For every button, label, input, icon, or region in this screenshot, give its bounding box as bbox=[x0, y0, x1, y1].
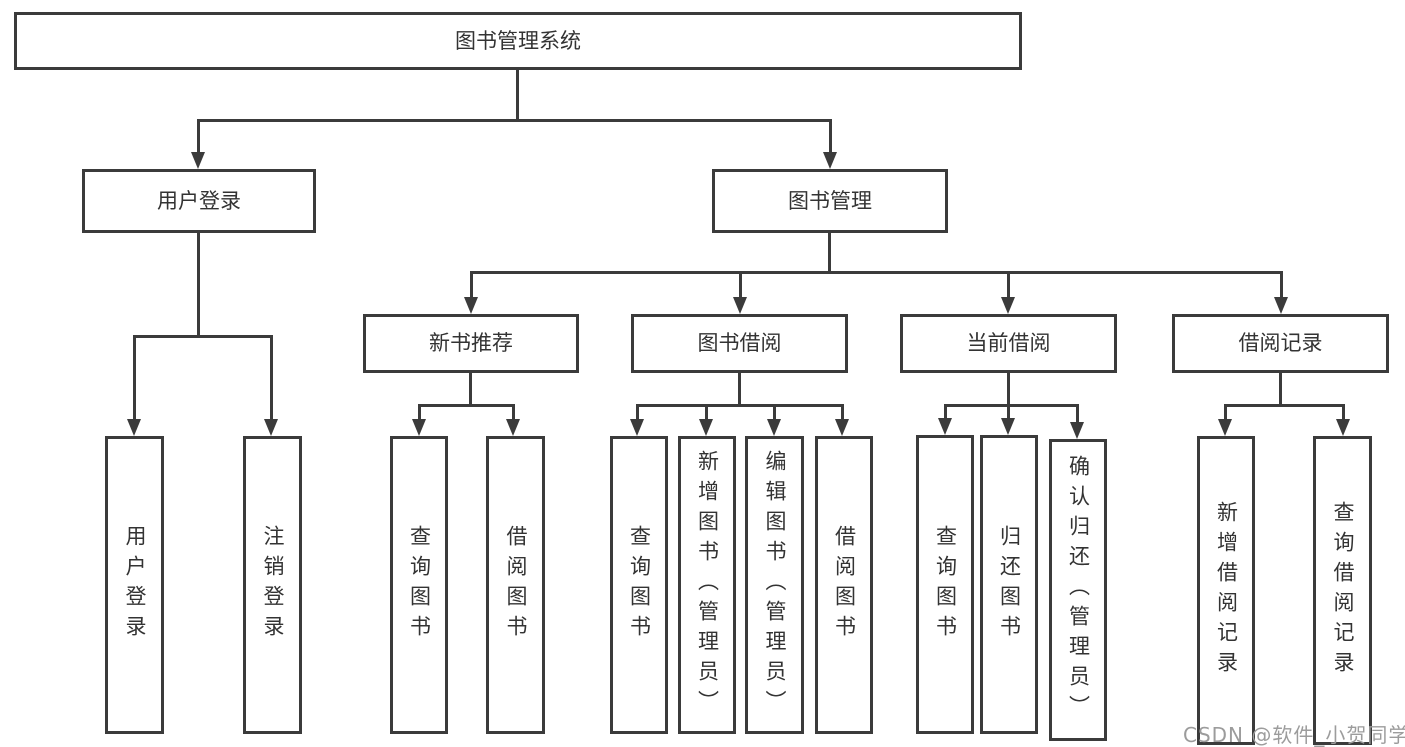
arrow-down bbox=[937, 406, 953, 435]
node-label: 借阅图书 bbox=[504, 525, 528, 645]
leaf-borrow-books-1: 借阅图书 bbox=[486, 436, 545, 734]
leaf-confirm-return-admin: 确认归还（管理员） bbox=[1049, 439, 1107, 741]
arrow-down bbox=[505, 406, 521, 436]
connector-borrow-records-bar bbox=[1224, 404, 1345, 407]
leaf-user-login: 用户登录 bbox=[105, 436, 164, 734]
arrow-down bbox=[1273, 272, 1289, 314]
node-label: 当前借阅 bbox=[966, 331, 1051, 355]
node-label: 查询图书 bbox=[627, 525, 652, 645]
leaf-add-borrow-record: 新增借阅记录 bbox=[1197, 436, 1255, 745]
arrow-down bbox=[126, 336, 142, 436]
node-label: 查询借阅记录 bbox=[1331, 500, 1355, 681]
arrow-down bbox=[629, 406, 645, 436]
node-label: 新书推荐 bbox=[429, 331, 513, 355]
node-label: 借阅图书 bbox=[832, 525, 857, 645]
node-new-book-recommend: 新书推荐 bbox=[363, 314, 579, 373]
arrow-down bbox=[1335, 406, 1351, 436]
node-label: 新增借阅记录 bbox=[1214, 500, 1239, 681]
arrow-down bbox=[732, 272, 748, 314]
arrow-down bbox=[190, 120, 206, 169]
connector-book-borrow-bar bbox=[636, 404, 844, 407]
arrow-down bbox=[834, 406, 850, 436]
arrow-down bbox=[1000, 406, 1016, 435]
node-book-borrow: 图书借阅 bbox=[631, 314, 848, 373]
leaf-return-book: 归还图书 bbox=[980, 435, 1038, 734]
node-label: 编辑图书（管理员） bbox=[763, 450, 787, 720]
connector-new-books-stem bbox=[469, 370, 472, 407]
node-label: 用户登录 bbox=[123, 525, 147, 645]
connector-book-borrow-stem bbox=[738, 370, 741, 407]
arrow-down bbox=[766, 406, 782, 436]
node-borrow-records: 借阅记录 bbox=[1172, 314, 1389, 373]
connector-level2-bar bbox=[197, 119, 832, 122]
node-label: 图书管理系统 bbox=[455, 28, 581, 53]
leaf-add-book-admin: 新增图书（管理员） bbox=[678, 436, 736, 734]
connector-book-mgmt-stem bbox=[828, 230, 831, 273]
leaf-edit-book-admin: 编辑图书（管理员） bbox=[745, 436, 804, 734]
node-label: 图书管理 bbox=[788, 188, 872, 213]
node-label: 确认归还（管理员） bbox=[1066, 455, 1091, 725]
leaf-query-books-3: 查询图书 bbox=[916, 435, 974, 734]
node-label: 注销登录 bbox=[261, 525, 285, 645]
arrow-down bbox=[1000, 272, 1016, 314]
arrow-down bbox=[1069, 406, 1085, 439]
leaf-logout: 注销登录 bbox=[243, 436, 302, 734]
connector-current-borrow-bar bbox=[944, 404, 1079, 407]
leaf-borrow-books-2: 借阅图书 bbox=[815, 436, 873, 734]
node-label: 用户登录 bbox=[157, 188, 241, 213]
leaf-query-books-1: 查询图书 bbox=[390, 436, 448, 734]
connector-current-borrow-stem bbox=[1007, 370, 1010, 407]
arrow-down bbox=[263, 336, 279, 436]
arrow-down bbox=[411, 406, 427, 436]
csdn-watermark: CSDN @软件_小贺同学 bbox=[1183, 723, 1405, 747]
connector-level3-bar bbox=[470, 271, 1283, 274]
node-book-management: 图书管理 bbox=[712, 169, 948, 233]
connector-user-login-stem bbox=[197, 230, 200, 337]
arrow-down bbox=[1217, 406, 1233, 436]
leaf-query-borrow-record: 查询借阅记录 bbox=[1313, 436, 1372, 745]
node-label: 图书借阅 bbox=[697, 331, 782, 355]
node-library-system: 图书管理系统 bbox=[14, 12, 1022, 70]
connector-new-books-bar bbox=[418, 404, 515, 407]
connector-root-stem bbox=[516, 68, 519, 122]
node-current-borrow: 当前借阅 bbox=[900, 314, 1117, 373]
node-user-login: 用户登录 bbox=[82, 169, 316, 233]
node-label: 归还图书 bbox=[997, 524, 1022, 645]
node-label: 查询图书 bbox=[407, 525, 432, 645]
node-label: 新增图书（管理员） bbox=[695, 450, 720, 720]
connector-borrow-records-stem bbox=[1279, 370, 1282, 407]
node-label: 查询图书 bbox=[933, 524, 958, 645]
arrow-down bbox=[822, 120, 838, 169]
connector-user-login-bar bbox=[133, 335, 273, 338]
node-label: 借阅记录 bbox=[1238, 331, 1323, 355]
leaf-query-books-2: 查询图书 bbox=[610, 436, 668, 734]
arrow-down bbox=[698, 406, 714, 436]
arrow-down bbox=[463, 272, 479, 314]
